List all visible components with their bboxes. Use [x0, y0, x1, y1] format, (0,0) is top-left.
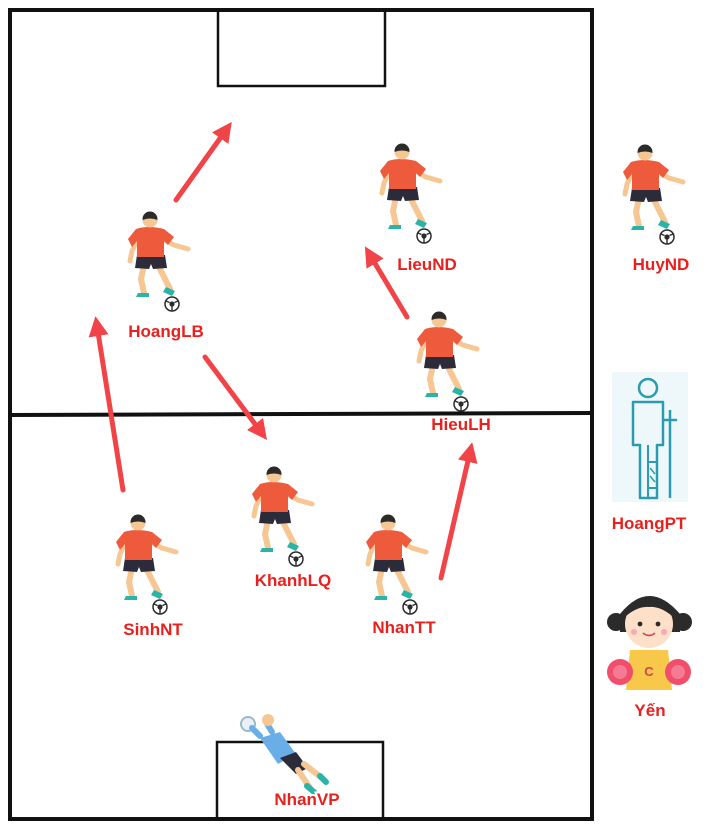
soccer-player-icon: [128, 212, 188, 312]
bottom-goal-area: [215, 740, 385, 821]
player-name: KhanhLQ: [255, 571, 332, 590]
substitute-huynd[interactable]: HuyND: [623, 145, 691, 276]
soccer-player-icon: [417, 312, 477, 412]
arrow-sinhnt-to-hoanglb: [88, 316, 126, 493]
player-khanhlq[interactable]: KhanhLQ: [252, 467, 333, 592]
injured-person-icon: [612, 372, 688, 502]
cheerleader-icon: C: [607, 596, 692, 690]
pitch: [8, 8, 594, 821]
injured-hoangpt[interactable]: HoangPT: [610, 372, 689, 535]
top-goal-area: [216, 8, 387, 88]
player-lieund[interactable]: LieuND: [380, 144, 459, 276]
pass-arrows: [88, 121, 478, 581]
player-name: HieuLH: [431, 415, 491, 434]
player-name: SinhNT: [123, 620, 183, 639]
player-sinhnt[interactable]: SinhNT: [116, 515, 185, 641]
soccer-player-icon: [252, 467, 312, 567]
goalkeeper-icon: [241, 714, 326, 792]
player-name: LieuND: [397, 255, 457, 274]
arrow-hoanglb-to-khanhlq: [202, 354, 267, 441]
soccer-player-icon: [366, 515, 426, 615]
soccer-player-icon: [116, 515, 176, 615]
player-name: NhanTT: [372, 618, 436, 637]
player-name: HuyND: [633, 255, 690, 274]
soccer-player-icon: [380, 144, 440, 244]
player-hieulh[interactable]: HieuLH: [417, 312, 493, 436]
arrow-hieulh-to-lieund: [364, 246, 410, 320]
player-name: Yến: [634, 701, 665, 720]
arrow-nhantt-to-hieulh: [438, 442, 478, 581]
player-name: HoangLB: [128, 322, 204, 341]
player-nhantt[interactable]: NhanTT: [366, 515, 438, 639]
arrow-hoanglb-forward: [173, 121, 232, 203]
soccer-player-icon: [623, 145, 683, 245]
player-hoanglb[interactable]: HoangLB: [128, 212, 206, 343]
player-nhanvp[interactable]: NhanVP: [241, 714, 342, 811]
svg-text:C: C: [644, 664, 654, 679]
player-name: HoangPT: [612, 514, 687, 533]
halfway-line: [9, 411, 593, 417]
cheerleader-yen[interactable]: C Yến: [607, 596, 692, 722]
player-name: NhanVP: [274, 790, 339, 809]
